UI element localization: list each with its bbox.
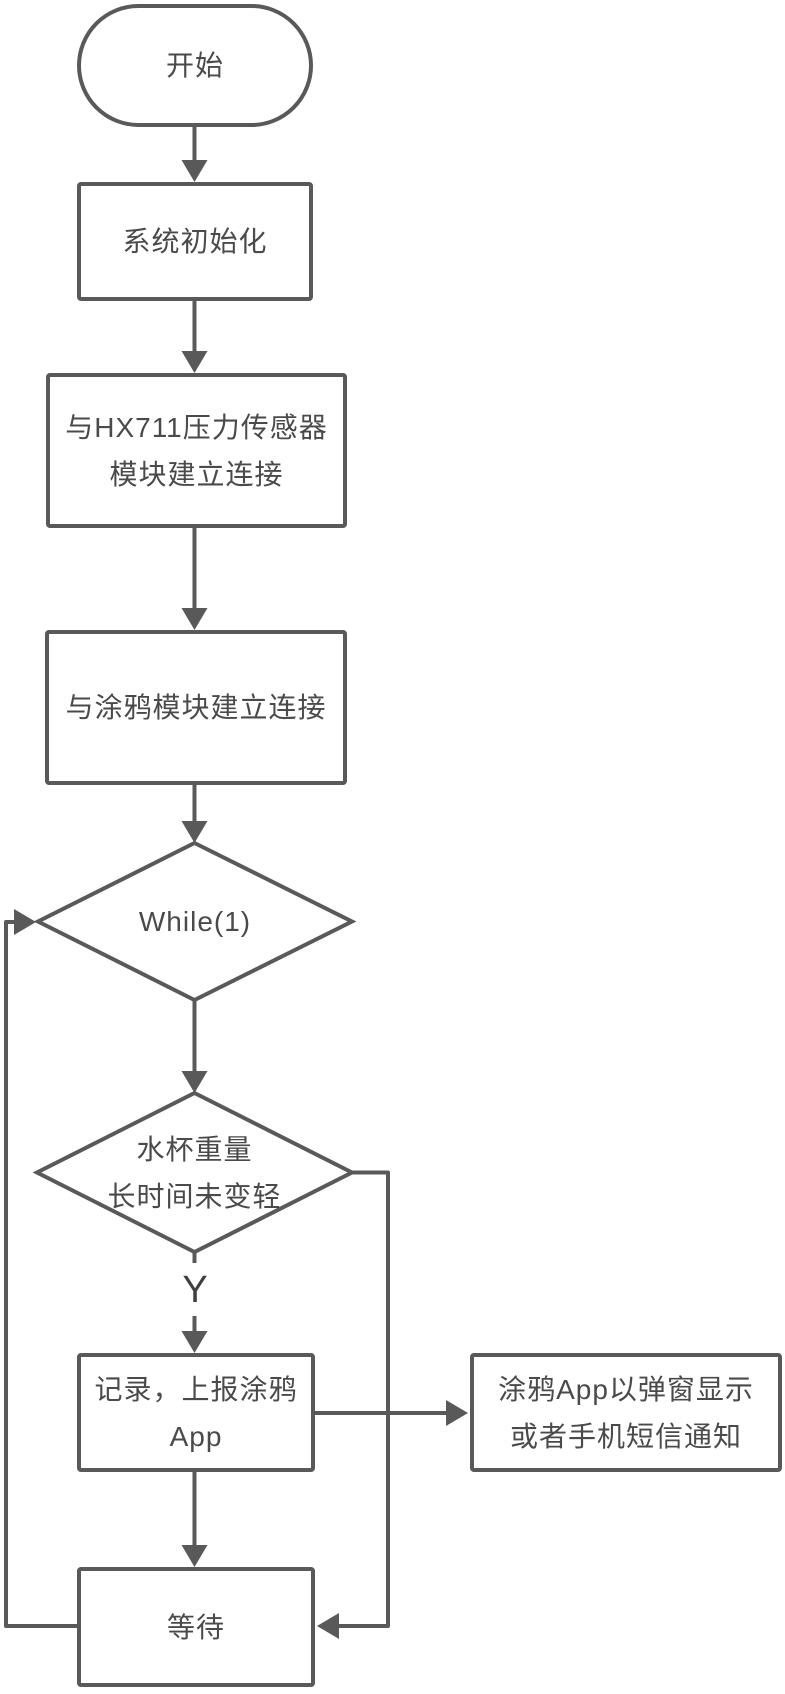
process-hx711-connect-line1: 与HX711压力传感器 bbox=[65, 411, 328, 443]
decision-weight-check-shape bbox=[32, 1090, 357, 1255]
edge-wait-loop-to-while bbox=[4, 920, 77, 1628]
decision-weight-check-line1: 水杯重量 bbox=[136, 1133, 253, 1165]
arrowhead-down-icon bbox=[181, 351, 208, 373]
arrowhead-right-icon bbox=[14, 909, 36, 935]
decision-while-loop-shape bbox=[33, 840, 357, 1003]
process-app-notification-line2: 或者手机短信通知 bbox=[509, 1420, 742, 1452]
process-tuya-connect-label: 与涂鸦模块建立连接 bbox=[65, 692, 327, 723]
start-terminal-label: 开始 bbox=[165, 50, 224, 81]
arrowhead-down-icon bbox=[181, 160, 208, 182]
process-app-notification: 涂鸦App以弹窗显示 或者手机短信通知 bbox=[470, 1353, 782, 1472]
start-terminal: 开始 bbox=[77, 4, 313, 127]
process-record-report-line2: App bbox=[169, 1420, 223, 1452]
process-wait: 等待 bbox=[77, 1567, 315, 1687]
process-hx711-connect-line2: 模块建立连接 bbox=[109, 458, 284, 490]
decision-while-loop: While(1) bbox=[38, 843, 352, 1000]
process-system-init: 系统初始化 bbox=[77, 182, 313, 301]
decision-while-loop-label: While(1) bbox=[138, 906, 252, 937]
decision-weight-check: 水杯重量 长时间未变轻 bbox=[37, 1093, 352, 1252]
arrowhead-down-icon bbox=[181, 821, 208, 843]
decision-weight-check-line2: 长时间未变轻 bbox=[107, 1180, 282, 1212]
process-tuya-connect: 与涂鸦模块建立连接 bbox=[45, 630, 347, 785]
arrowhead-right-icon bbox=[446, 1400, 468, 1426]
arrowhead-down-icon bbox=[181, 1545, 208, 1567]
process-app-notification-line1: 涂鸦App以弹窗显示 bbox=[498, 1373, 754, 1405]
process-system-init-label: 系统初始化 bbox=[122, 226, 268, 257]
process-record-report-line1: 记录，上报涂鸦 bbox=[94, 1373, 298, 1405]
arrowhead-down-icon bbox=[181, 1331, 208, 1353]
arrowhead-down-icon bbox=[181, 1071, 208, 1093]
process-record-report: 记录，上报涂鸦 App bbox=[77, 1353, 315, 1472]
process-hx711-connect: 与HX711压力传感器 模块建立连接 bbox=[46, 373, 347, 528]
arrowhead-down-icon bbox=[181, 608, 208, 630]
branch-label-yes: Y bbox=[168, 1268, 222, 1312]
process-wait-label: 等待 bbox=[166, 1611, 225, 1643]
edge-check-to-wait-right bbox=[339, 1170, 390, 1628]
arrowhead-left-icon bbox=[317, 1613, 339, 1639]
